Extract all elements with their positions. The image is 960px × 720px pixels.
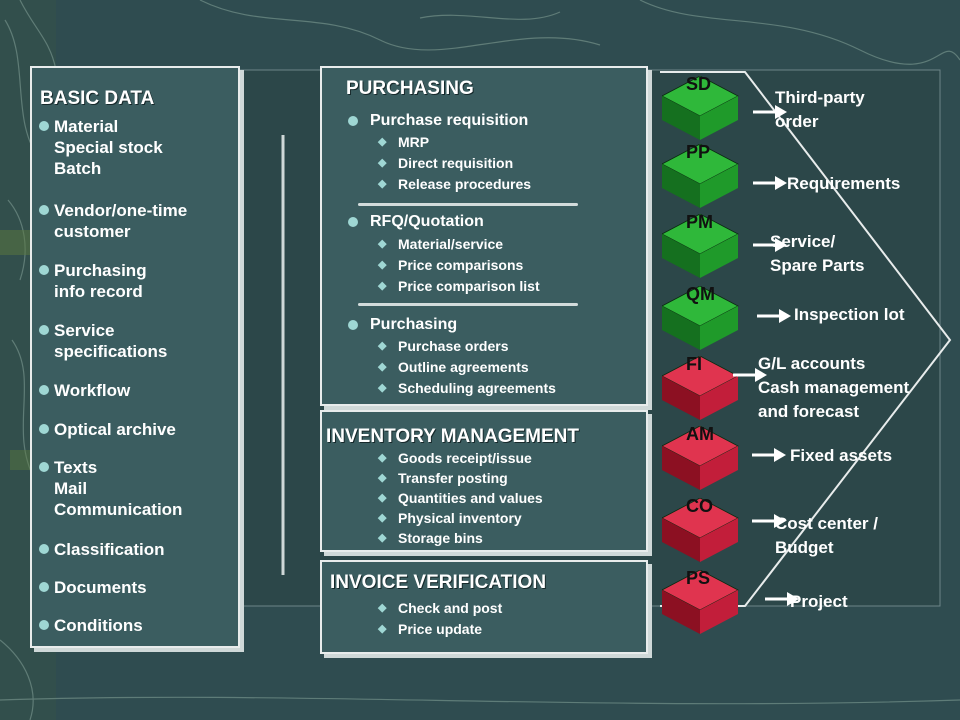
- basic-data-item: Conditions: [39, 616, 143, 635]
- module-pm-label: Service/ Spare Parts: [770, 232, 865, 275]
- basic-data-item: Purchasing info record: [39, 261, 147, 301]
- module-co-cube: CO: [662, 496, 758, 562]
- arrow-right-icon: [733, 366, 769, 384]
- module-pp-cube: PP: [662, 142, 758, 208]
- inventory-item: Storage bins: [378, 530, 483, 546]
- module-fi-label: G/L accounts Cash management and forecas…: [758, 354, 910, 421]
- basic-data-item: Material Special stock Batch: [39, 117, 163, 178]
- inventory-item: Goods receipt/issue: [378, 450, 532, 466]
- inventory-item: Physical inventory: [378, 510, 522, 526]
- module-code: AM: [686, 424, 714, 444]
- purchasing-section: Purchasing: [347, 316, 458, 333]
- module-code: PM: [686, 212, 713, 232]
- purchasing-subitem: Scheduling agreements: [378, 380, 556, 396]
- section-divider: [358, 303, 578, 306]
- basic-data-item: Classification: [39, 540, 165, 559]
- module-ps-cube: PS: [662, 568, 758, 634]
- purchasing-panel: PURCHASING Purchase requisition MRP Dire…: [320, 66, 648, 406]
- purchasing-section: RFQ/Quotation: [348, 213, 484, 230]
- purchasing-subitem: Purchase orders: [378, 338, 508, 354]
- purchasing-subitem: Price comparisons: [378, 257, 523, 273]
- basic-data-item: Vendor/one-time customer: [38, 201, 188, 241]
- module-ps-label: Project: [790, 592, 848, 611]
- module-code: QM: [686, 284, 715, 304]
- module-qm-cube: QM: [662, 284, 758, 350]
- module-code: CO: [686, 496, 713, 516]
- arrow-right-icon: [752, 512, 788, 530]
- basic-data-panel: BASIC DATA Material Special stock Batch …: [30, 66, 240, 648]
- module-fi-cube: FI: [662, 354, 758, 420]
- invoice-item: Price update: [378, 621, 482, 637]
- inventory-item: Quantities and values: [378, 490, 543, 506]
- arrow-right-icon: [753, 174, 789, 192]
- purchasing-subitem: Price comparison list: [378, 278, 540, 294]
- purchasing-section: Purchase requisition: [347, 112, 529, 129]
- purchasing-subitem: Material/service: [378, 236, 503, 252]
- arrow-right-icon: [752, 446, 788, 464]
- purchasing-subitem: Direct requisition: [378, 155, 513, 171]
- invoice-panel: INVOICE VERIFICATION Check and post Pric…: [320, 560, 648, 654]
- basic-data-item: Documents: [39, 578, 147, 597]
- module-qm-label: Inspection lot: [794, 305, 905, 324]
- module-am-cube: AM: [662, 424, 758, 490]
- purchasing-title: PURCHASING: [346, 78, 474, 99]
- module-pp-label: Requirements: [787, 174, 901, 193]
- module-pm-cube: PM: [662, 212, 758, 278]
- module-code: FI: [686, 354, 702, 374]
- invoice-item: Check and post: [378, 600, 502, 616]
- purchasing-subitem: MRP: [378, 134, 429, 150]
- section-divider: [358, 203, 578, 206]
- inventory-title: INVENTORY MANAGEMENT: [326, 426, 580, 447]
- basic-data-title: BASIC DATA: [40, 88, 155, 109]
- arrow-right-icon: [757, 307, 793, 325]
- module-co-label: Cost center / Budget: [775, 514, 878, 557]
- inventory-item: Transfer posting: [378, 470, 508, 486]
- module-sd-label: Third-party order: [775, 88, 865, 131]
- module-code: PP: [686, 142, 711, 162]
- arrow-right-icon: [753, 103, 789, 121]
- basic-data-item: Workflow: [38, 381, 131, 400]
- module-code: SD: [686, 74, 712, 94]
- module-code: PS: [686, 568, 711, 588]
- basic-data-item: Service specifications: [38, 321, 168, 361]
- arrow-right-icon: [765, 590, 801, 608]
- basic-data-item: Texts Mail Communication: [38, 458, 183, 519]
- purchasing-subitem: Outline agreements: [378, 359, 529, 375]
- invoice-title: INVOICE VERIFICATION: [330, 572, 547, 593]
- purchasing-subitem: Release procedures: [378, 176, 531, 192]
- inventory-panel: INVENTORY MANAGEMENT Goods receipt/issue…: [320, 410, 648, 552]
- arrow-right-icon: [753, 236, 789, 254]
- module-sd-cube: SD: [662, 74, 758, 140]
- basic-data-item: Optical archive: [39, 420, 176, 439]
- module-am-label: Fixed assets: [790, 446, 893, 465]
